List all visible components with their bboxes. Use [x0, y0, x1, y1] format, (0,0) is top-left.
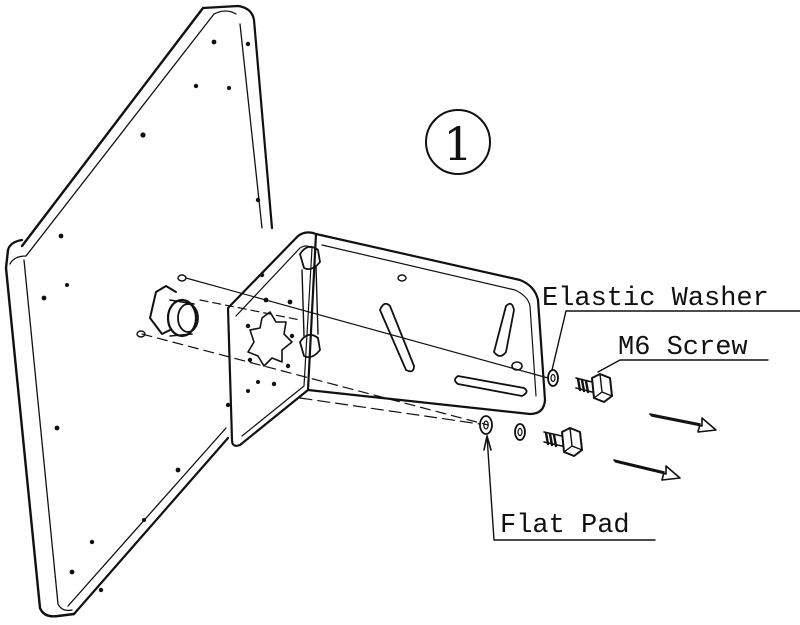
l-bracket: [226, 231, 547, 447]
antenna-panel: [4, 4, 274, 618]
panel-screw-holes: [41, 39, 265, 593]
assembly-axis-lines: [141, 277, 549, 426]
callout-leaders: [483, 310, 800, 541]
step-marker: 1: [425, 109, 491, 175]
label-m6-screw: M6 Screw: [618, 333, 748, 363]
label-elastic-washer: Elastic Washer: [542, 284, 769, 314]
lower-m6-screw: [543, 427, 583, 457]
insert-direction-arrows: [613, 413, 717, 481]
label-flat-pad: Flat Pad: [500, 511, 630, 541]
lower-elastic-washer: [514, 423, 526, 441]
upper-elastic-washer: [547, 369, 559, 387]
upper-m6-screw: [575, 373, 613, 403]
clamp-nut: [136, 274, 199, 338]
lower-flat-pad: [479, 415, 493, 435]
step-number: 1: [443, 117, 472, 171]
